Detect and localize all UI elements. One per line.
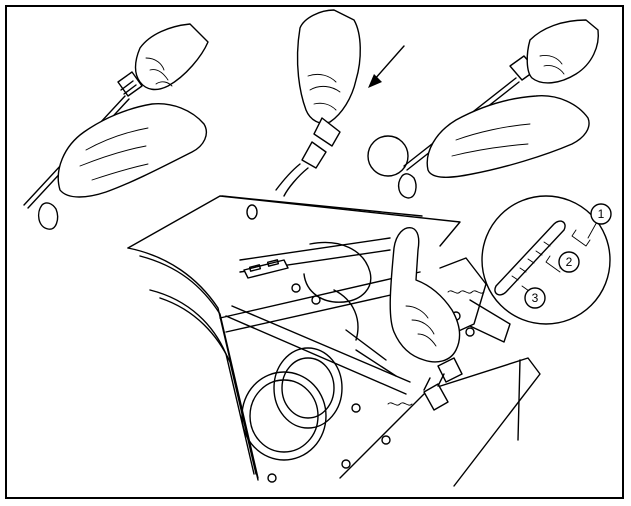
arrow-down-left-icon — [374, 46, 404, 80]
callout-3: 3 — [525, 288, 545, 308]
dipstick-tube-2 — [302, 142, 326, 168]
hand-reinsert — [298, 10, 361, 123]
callout-2-label: 2 — [566, 255, 573, 269]
spring-2 — [388, 403, 412, 405]
panel-reinsert-dipstick — [276, 10, 404, 196]
dipstick-tube-engine — [424, 384, 448, 410]
hand-engine — [390, 228, 459, 362]
callout-1-label: 1 — [598, 207, 605, 221]
spring-1 — [448, 291, 484, 293]
panel-wipe-dipstick — [24, 24, 208, 229]
deck-edge-right — [340, 358, 540, 486]
engine-block — [304, 242, 371, 302]
callout-1: 1 — [591, 204, 611, 224]
engine-compartment — [128, 196, 540, 486]
hand-upper-1 — [136, 24, 209, 89]
callout-3-label: 3 — [532, 291, 539, 305]
hand-upper-3 — [527, 20, 598, 83]
tip-magnifier-circle — [368, 136, 408, 176]
mount-hole — [247, 205, 257, 219]
hand-rag-1 — [58, 104, 206, 197]
drive-pulley-inner — [274, 348, 342, 428]
hand-rag-3 — [427, 96, 589, 178]
dipstick-tip-3 — [399, 174, 416, 198]
dipstick-tip-1 — [39, 203, 58, 229]
callout-2: 2 — [559, 252, 579, 272]
